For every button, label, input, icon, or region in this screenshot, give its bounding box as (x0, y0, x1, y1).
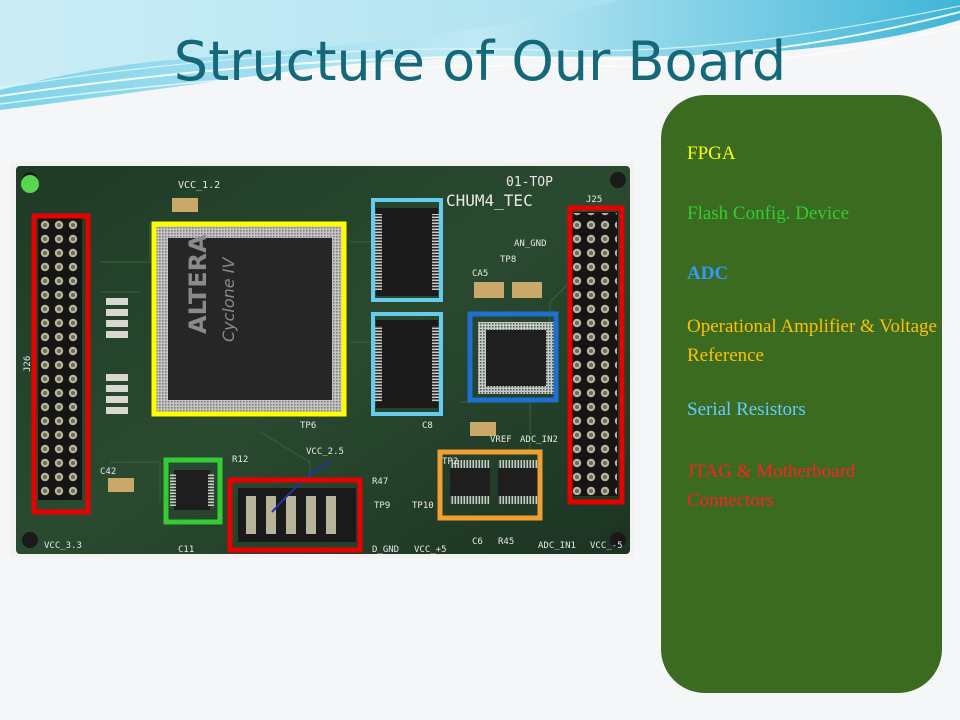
mounting-hole (610, 532, 626, 548)
silk-vcc-25: VCC_2.5 (306, 447, 344, 457)
silk-c42: C42 (100, 467, 116, 477)
silk-c11: C11 (178, 545, 194, 555)
silk-adc-in2: ADC_IN2 (520, 435, 558, 445)
silk-vcc-12: VCC_1.2 (178, 180, 220, 191)
led-icon (21, 175, 39, 193)
capacitor (108, 478, 134, 492)
silk-tp8: TP8 (500, 255, 516, 265)
silk-vcc-m5: VCC_-5 (590, 541, 623, 551)
capacitor (172, 198, 198, 212)
silk-tp9: TP9 (374, 501, 390, 511)
op-amp-chips (450, 460, 538, 504)
legend-item-fpga: FPGA (687, 139, 937, 168)
highlight-jtag-connector (227, 477, 363, 553)
silk-vref: VREF (490, 435, 512, 445)
legend-label-jtag: JTAG & Motherboard Connectors (687, 461, 856, 511)
silk-r45: R45 (498, 537, 514, 547)
legend-label-op-amp: Operational Amplifier & Voltage Referenc… (687, 316, 937, 366)
mounting-hole (610, 172, 626, 188)
legend-panel: FPGA Flash Config. Device ADC Operationa… (661, 95, 942, 693)
silk-vcc-p5: VCC_+5 (414, 545, 447, 555)
legend-label-flash: Flash Config. Device (687, 203, 850, 224)
silk-vcc-33: VCC_3.3 (44, 541, 82, 551)
legend-label-adc: ADC (687, 263, 729, 284)
silk-tp6: TP6 (300, 421, 316, 431)
highlight-flash-config (163, 457, 223, 525)
silk-d-gnd: D_GND (372, 545, 399, 555)
fpga-brand-text: ALTERA (184, 234, 212, 334)
capacitor (512, 282, 542, 298)
highlight-adc (467, 311, 559, 403)
legend-label-serial-resistors: Serial Resistors (687, 399, 806, 420)
pcb-board-photo: ALTERA Cyclone IV (10, 162, 634, 558)
capacitor (470, 422, 496, 436)
board-name-silkscreen: CHUM4_TEC (446, 191, 533, 210)
serial-resistor-chip-2 (374, 320, 440, 408)
highlight-op-amp (437, 449, 543, 521)
silk-r12: R12 (232, 455, 248, 465)
highlight-serial-resistor-1 (371, 198, 443, 302)
silk-tp2: TP2 (442, 457, 458, 467)
highlight-j25-connector (567, 205, 625, 505)
flash-config-chip (170, 470, 214, 510)
highlight-fpga (151, 221, 347, 417)
silk-tp10: TP10 (412, 501, 434, 511)
legend-item-op-amp: Operational Amplifier & Voltage Referenc… (687, 312, 937, 370)
fpga-chip: ALTERA Cyclone IV (156, 226, 344, 412)
mounting-hole (22, 532, 38, 548)
fpga-family-text: Cyclone IV (219, 257, 238, 342)
resistor-array (106, 298, 128, 414)
adc-chip (478, 322, 554, 394)
legend-item-flash: Flash Config. Device (687, 199, 937, 228)
board-rev-silkscreen: 01-TOP (506, 175, 553, 190)
serial-resistor-chip-1 (374, 208, 440, 296)
silk-c6: C6 (472, 537, 483, 547)
silk-j25: J25 (586, 195, 602, 205)
slide-title: Structure of Our Board (173, 30, 787, 93)
silk-adc-in1: ADC_IN1 (538, 541, 576, 551)
legend-item-jtag: JTAG & Motherboard Connectors (687, 457, 937, 515)
legend-label-fpga: FPGA (687, 143, 736, 164)
silk-r47: R47 (372, 477, 388, 487)
legend-item-serial-resistors: Serial Resistors (687, 395, 937, 424)
silk-c8: C8 (422, 421, 433, 431)
header-wave-decoration (0, 0, 960, 110)
silk-an-gnd: AN_GND (514, 239, 547, 249)
highlight-j26-connector (31, 213, 91, 515)
capacitor (474, 282, 504, 298)
legend-item-adc: ADC (687, 259, 937, 288)
jtag-connector (238, 461, 356, 542)
highlight-serial-resistor-2 (371, 312, 443, 416)
silk-j26: J26 (23, 356, 33, 372)
silk-ca5: CA5 (472, 269, 488, 279)
